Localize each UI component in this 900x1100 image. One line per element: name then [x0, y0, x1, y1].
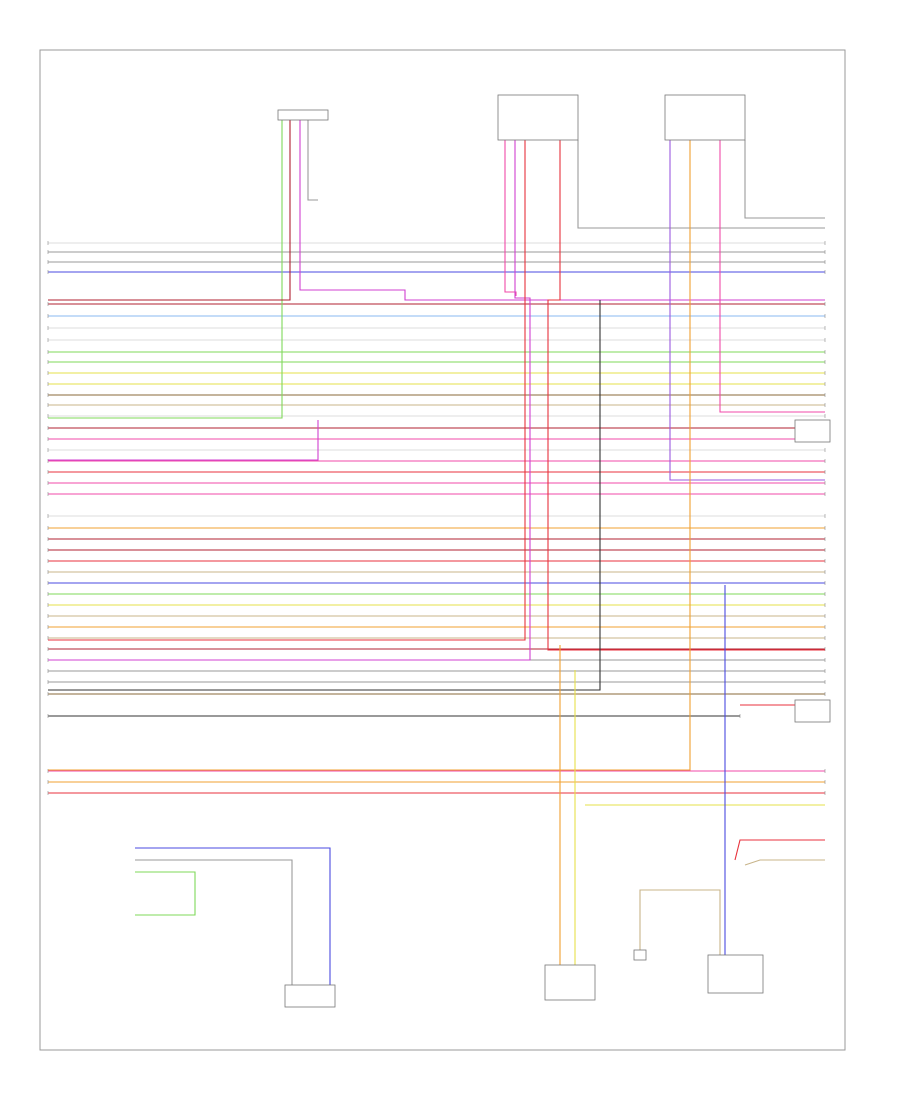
switch-wire — [48, 140, 531, 661]
switch-wire — [48, 140, 691, 771]
wire-layer — [47, 120, 826, 1000]
top-left-connector — [277, 109, 329, 121]
connector-drop-wire — [299, 120, 825, 301]
belt-switch-a — [497, 94, 579, 141]
throttle-wire — [734, 839, 825, 861]
right-ground — [633, 949, 647, 961]
sensor-wire — [135, 847, 331, 990]
connector-drop-wire — [48, 120, 283, 419]
switch-wire — [547, 140, 825, 651]
cross-wire — [48, 420, 319, 461]
switch-wire — [577, 140, 825, 229]
throttle-wire — [744, 859, 825, 866]
component-layer — [277, 94, 831, 1008]
belt-switch-b — [664, 94, 746, 141]
connector-drop-wire — [307, 120, 318, 201]
connector-drop-wire — [48, 120, 291, 301]
switch-wire — [744, 140, 825, 219]
throttle-module — [707, 954, 764, 994]
switch-wire — [669, 140, 825, 481]
sensor-wire — [135, 859, 293, 990]
fuel-sensor — [544, 964, 596, 1001]
cross-wire — [48, 300, 601, 691]
switch-wire — [48, 140, 526, 641]
side-control-module — [794, 419, 831, 443]
throttle-wire — [639, 889, 721, 960]
left-module — [284, 984, 336, 1008]
switch-wire — [719, 140, 825, 413]
switch-wire — [504, 140, 517, 296]
right-mid-module — [794, 699, 831, 723]
diagram-frame — [39, 49, 846, 1051]
sensor-wire — [135, 871, 196, 916]
